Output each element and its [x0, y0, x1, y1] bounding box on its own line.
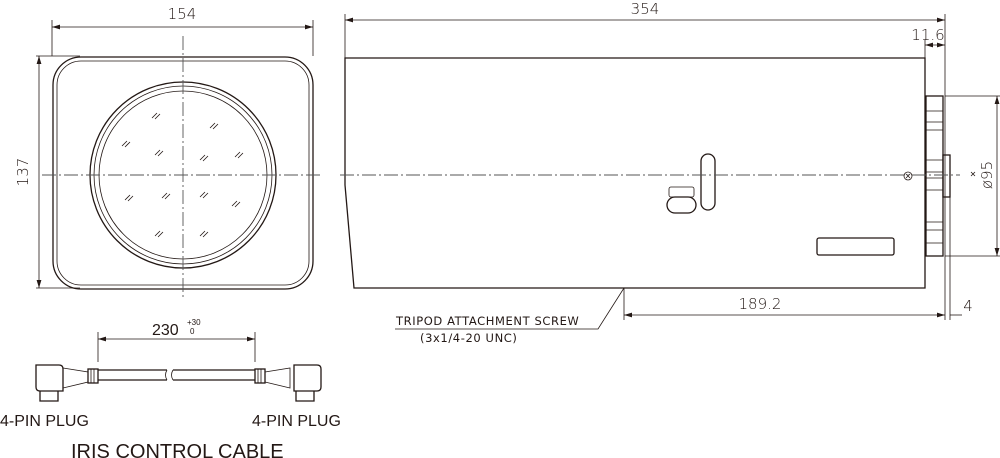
right-plug-icon [254, 364, 322, 402]
right-plug-label: 4-PIN PLUG [252, 413, 341, 430]
tripod-spec: (3x1/4-20 UNC) [420, 331, 518, 345]
lens-mount [925, 95, 951, 257]
cable-right [173, 369, 255, 381]
iris-control-cable: 230 +30 0 4-PIN PLUG 4-PIN PLUG IRIS CON… [0, 318, 341, 458]
lens-offset-dim: 11.6 [911, 26, 944, 44]
side-view: 354 11.6 ø95 189.2 4 TRIPOD ATTACHMENT S… [340, 0, 1000, 345]
plate-dim: 4 [963, 297, 973, 315]
glass-hatch-marks [121, 112, 244, 238]
diameter-dim: ø95 [978, 161, 996, 189]
front-width-dim: 154 [168, 5, 197, 23]
tripod-leader-line [395, 287, 625, 330]
label-plate [816, 237, 895, 256]
left-plug-icon [35, 364, 99, 402]
cable-tol-minus: 0 [190, 327, 195, 336]
slot [700, 153, 716, 211]
front-height-dim: 137 [14, 158, 32, 187]
connector-icon [668, 186, 695, 198]
left-plug-label: 4-PIN PLUG [0, 413, 89, 430]
cable-left [98, 369, 167, 381]
cable-tol-plus: +30 [187, 318, 201, 327]
tripod-label: TRIPOD ATTACHMENT SCREW [395, 314, 579, 328]
camera-body [344, 57, 926, 289]
length-dim: 354 [631, 0, 660, 18]
screw-mark-icon [903, 171, 913, 181]
cable-length-dim: 230 [152, 322, 179, 339]
tripod-distance-dim: 189.2 [739, 295, 782, 313]
cable-title: IRIS CONTROL CABLE [71, 441, 284, 458]
front-view: 154 137 [14, 5, 320, 298]
